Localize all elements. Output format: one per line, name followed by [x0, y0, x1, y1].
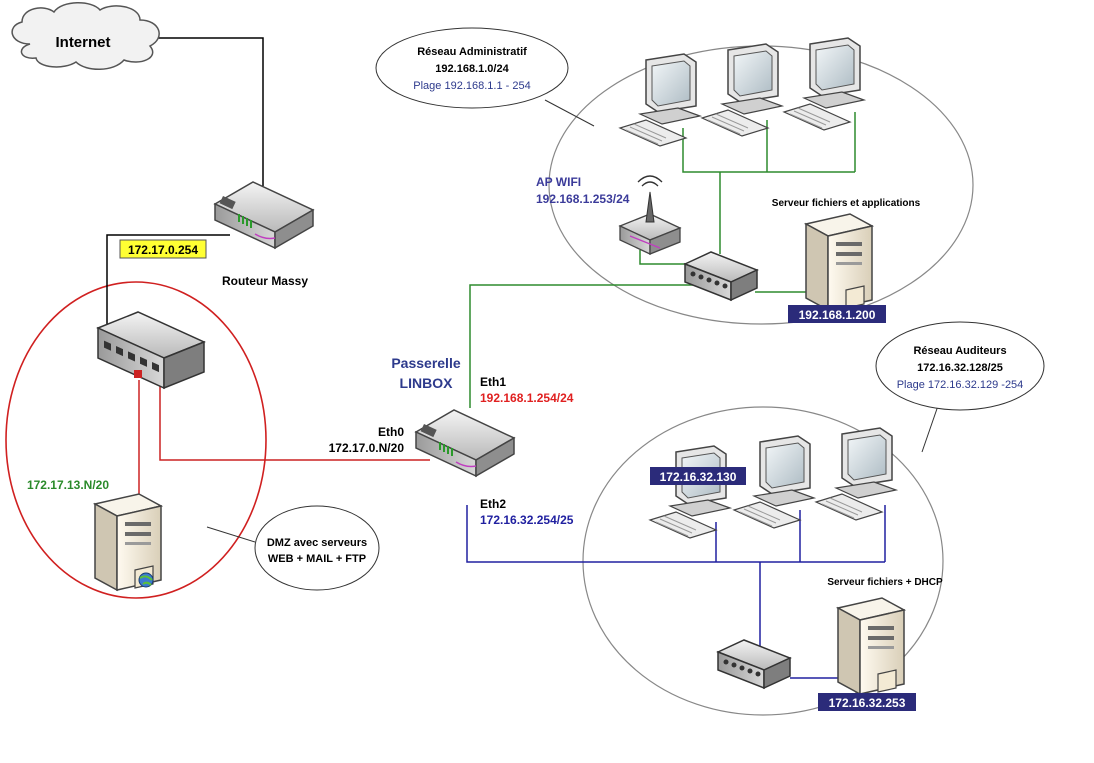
auditor-server-ip: 172.16.32.253	[829, 696, 906, 710]
router-ip-box	[119, 239, 207, 259]
dmz-switch-red-port	[134, 370, 142, 378]
auditor-pc-ip: 172.16.32.130	[660, 470, 737, 484]
router-label: Routeur Massy	[222, 274, 308, 288]
internet-label: Internet	[55, 34, 110, 51]
dmz-switch-gateway-link	[159, 382, 430, 461]
admin-server-label: Serveur fichiers et applications	[772, 198, 921, 209]
router-icon[interactable]	[214, 181, 314, 249]
dmz-callout-pointer	[206, 526, 256, 543]
dmz-subnet: 172.17.13.N/20	[27, 478, 109, 492]
auditor-callout	[875, 321, 1045, 411]
gateway-eth0-name: Eth0	[378, 425, 404, 439]
auditor-pc-3-icon[interactable]	[815, 427, 897, 521]
auditor-network-subnet: 172.16.32.128/25	[917, 362, 1003, 374]
admin-network-subnet: 192.168.1.0/24	[435, 63, 509, 75]
router-ip: 172.17.0.254	[128, 243, 198, 257]
dmz-zone	[5, 281, 267, 599]
gateway-eth1-admin-link	[469, 284, 715, 408]
gateway-eth1-ip: 192.168.1.254/24	[480, 391, 574, 405]
gateway-eth2-ip: 172.16.32.254/25	[480, 513, 574, 527]
dmz-callout-line1: DMZ avec serveurs	[267, 537, 367, 549]
admin-server-icon[interactable]	[805, 213, 873, 311]
auditor-pc-ip-box	[650, 467, 746, 485]
router-dmz-switch-link	[106, 234, 230, 330]
admin-network-range: Plage 192.168.1.1 - 254	[413, 80, 530, 92]
admin-hub-icon[interactable]	[684, 251, 758, 301]
ap-wifi-label: AP WIFI	[536, 175, 581, 189]
internet-router-link	[158, 37, 264, 186]
admin-hub-ap-link	[639, 250, 690, 265]
gateway-title-line1: Passerelle	[391, 355, 460, 371]
auditor-server-ip-box	[818, 693, 916, 711]
gateway-router-icon[interactable]	[415, 409, 515, 477]
gateway-eth2-auditor-link	[466, 505, 885, 563]
auditor-network-zone	[582, 406, 944, 716]
admin-pc-bus	[682, 112, 856, 254]
ap-wifi-ip: 192.168.1.253/24	[536, 192, 630, 206]
admin-pc-1-icon[interactable]	[619, 53, 701, 147]
auditor-server-label: Serveur fichiers + DHCP	[827, 577, 943, 588]
admin-pc-3-icon[interactable]	[783, 37, 865, 131]
dmz-callout-line2: WEB + MAIL + FTP	[268, 553, 366, 565]
auditor-network-range: Plage 172.16.32.129 -254	[897, 379, 1024, 391]
gateway-eth0-ip: 172.17.0.N/20	[329, 441, 405, 455]
admin-callout	[375, 27, 569, 109]
gateway-title-line2: LINBOX	[400, 375, 454, 391]
gateway-eth2-name: Eth2	[480, 497, 506, 511]
admin-callout-pointer	[544, 99, 595, 127]
admin-pc-2-icon[interactable]	[701, 43, 783, 137]
admin-server-ip: 192.168.1.200	[799, 308, 876, 322]
admin-server-ip-box	[788, 305, 886, 323]
admin-network-title: Réseau Administratif	[417, 46, 527, 58]
internet-cloud-icon	[11, 2, 160, 70]
auditor-server-icon[interactable]	[837, 597, 905, 695]
auditor-hub-icon[interactable]	[717, 639, 791, 689]
wifi-access-point-icon[interactable]	[618, 175, 682, 256]
gateway-eth1-name: Eth1	[480, 375, 506, 389]
dmz-switch-icon[interactable]	[97, 311, 205, 389]
auditor-pc-drops	[715, 505, 886, 562]
globe-icon	[138, 572, 154, 588]
auditor-pc-1-icon[interactable]	[649, 445, 731, 539]
dmz-callout	[254, 505, 380, 591]
auditor-network-title: Réseau Auditeurs	[913, 345, 1006, 357]
